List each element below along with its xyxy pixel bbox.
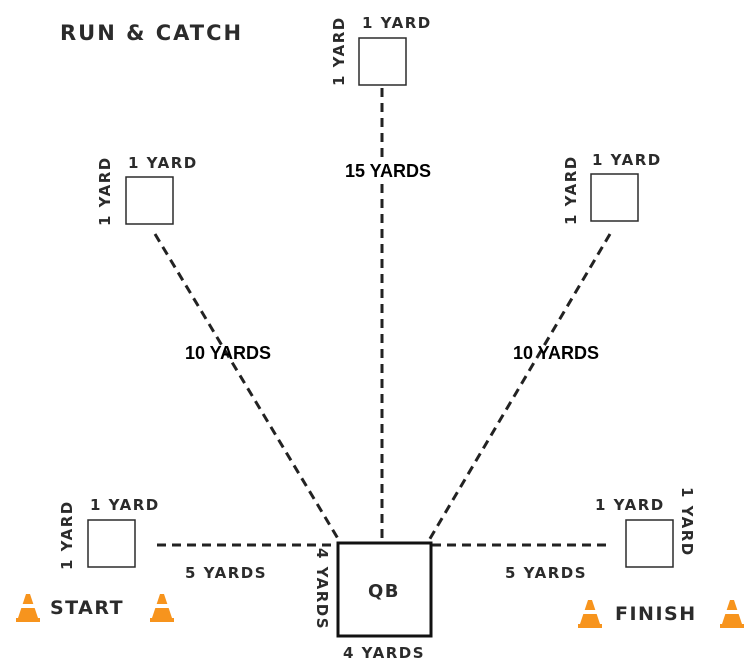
cone-icon: [720, 600, 744, 628]
qb-box: [336, 541, 433, 638]
target-box-lower-right: [625, 519, 674, 568]
distance-label-left-horizontal: 5 YARDS: [185, 564, 267, 582]
box-lower-right-height-label: 1 YARD: [678, 487, 696, 557]
distance-label-right-diagonal: 10 YARDS: [513, 343, 599, 363]
qb-label: QB: [368, 581, 400, 602]
qb-height-label: 4 YARDS: [313, 548, 331, 630]
cone-icon: [150, 594, 174, 622]
distance-label-top: 15 YARDS: [345, 161, 431, 181]
box-upper-left-height-label: 1 YARD: [96, 156, 114, 226]
cone-icon: [578, 600, 602, 628]
start-label: START: [50, 597, 124, 619]
target-box-top: [358, 37, 407, 86]
target-box-upper-right: [590, 173, 639, 222]
target-box-upper-left: [125, 176, 174, 225]
box-top-height-label: 1 YARD: [330, 16, 348, 86]
distance-label-left-diagonal: 10 YARDS: [185, 343, 271, 363]
route-line-right-diagonal: [426, 233, 612, 543]
distance-label-right-horizontal: 5 YARDS: [505, 564, 587, 582]
box-lower-right-width-label: 1 YARD: [595, 496, 665, 514]
route-line-left-diagonal: [153, 233, 342, 543]
box-upper-left-width-label: 1 YARD: [128, 154, 198, 172]
diagram-title: RUN & CATCH: [60, 21, 243, 45]
box-lower-left-width-label: 1 YARD: [90, 496, 160, 514]
qb-width-label: 4 YARDS: [343, 644, 425, 660]
box-upper-right-width-label: 1 YARD: [592, 151, 662, 169]
box-upper-right-height-label: 1 YARD: [562, 155, 580, 225]
finish-label: FINISH: [615, 603, 697, 625]
box-lower-left-height-label: 1 YARD: [58, 500, 76, 570]
target-box-lower-left: [87, 519, 136, 568]
cone-icon: [16, 594, 40, 622]
box-top-width-label: 1 YARD: [362, 14, 432, 32]
